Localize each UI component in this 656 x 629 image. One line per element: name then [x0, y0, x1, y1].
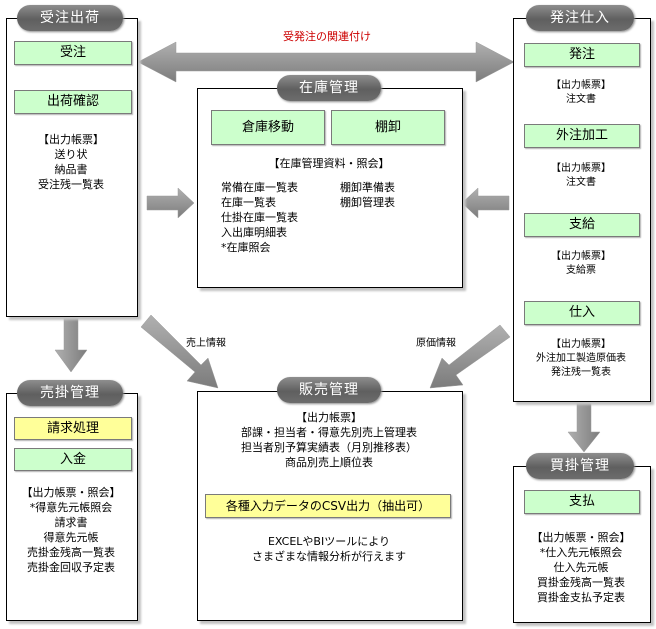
sales-shipping-title: 受注出荷 — [17, 5, 123, 31]
report-item: 売掛金回収予定表 — [27, 561, 115, 574]
report-item: 買掛金支払予定表 — [537, 591, 625, 604]
purchasing-panel — [513, 18, 651, 402]
sales-management-title: 販売管理 — [277, 377, 381, 403]
inventory-item: 在庫一覧表 — [221, 196, 276, 209]
sales-info-arrow — [140, 314, 219, 389]
inventory-title: 在庫管理 — [277, 75, 381, 101]
reports-header: 【出力帳票】 — [296, 411, 362, 424]
report-item: 商品別売上順位表 — [285, 456, 373, 469]
reports-header: 【出力帳票・照会】 — [21, 486, 121, 499]
inventory-right-list: 棚卸準備表 棚卸管理表 — [340, 180, 395, 210]
inventory-item: 棚卸管理表 — [340, 196, 395, 209]
report-item: 送り状 — [54, 148, 88, 161]
note-line: さまざまな情報分析が行えます — [252, 550, 406, 563]
order-step: 受注 — [14, 41, 132, 65]
note-line: EXCELやBIツールにより — [267, 535, 390, 548]
reports-header: 【出力帳票】 — [551, 339, 611, 350]
purchase-step: 仕入 — [524, 301, 640, 325]
inventory-item: 常備在庫一覧表 — [221, 181, 298, 194]
shipping-confirm-step: 出荷確認 — [14, 90, 132, 114]
warehouse-transfer-box: 倉庫移動 — [211, 110, 325, 145]
cost-info-label: 原価情報 — [416, 338, 456, 349]
reports-header: 【出力帳票】 — [551, 251, 611, 262]
report-item: 受注残一覧表 — [38, 178, 104, 191]
receivables-title: 売掛管理 — [17, 380, 123, 406]
inventory-left-list: 常備在庫一覧表 在庫一覧表 仕掛在庫一覧表 入出庫明細表 *在庫照会 — [221, 180, 298, 255]
inventory-item: *在庫照会 — [221, 241, 271, 254]
supply-reports: 【出力帳票】 支給票 — [513, 250, 649, 278]
stocktaking-box: 棚卸 — [331, 110, 445, 145]
payables-reports: 【出力帳票・照会】 *仕入先元帳照会 仕入先元帳 買掛金残高一覧表 買掛金支払予… — [513, 530, 649, 605]
payment-step: 支払 — [524, 490, 640, 514]
reports-header: 【出力帳票】 — [38, 133, 104, 146]
inventory-item: 仕掛在庫一覧表 — [221, 211, 298, 224]
receivables-reports: 【出力帳票・照会】 *得意先元帳照会 請求書 得意先元帳 売掛金残高一覧表 売掛… — [6, 485, 136, 575]
purchasing-to-inventory-arrow — [461, 187, 510, 219]
report-item: 買掛金残高一覧表 — [537, 576, 625, 589]
sales-shipping-reports: 【出力帳票】 送り状 納品書 受注残一覧表 — [6, 132, 136, 192]
csv-export-box: 各種入力データのCSV出力（抽出可） — [205, 494, 451, 518]
report-item: 注文書 — [566, 177, 596, 188]
report-item: 注文書 — [566, 94, 596, 105]
shipping-to-receivables-arrow — [54, 317, 88, 373]
supply-step: 支給 — [524, 213, 640, 237]
shipping-to-inventory-arrow — [146, 187, 195, 219]
billing-step: 請求処理 — [14, 417, 132, 440]
reports-header: 【出力帳票・照会】 — [531, 531, 631, 544]
purchase-reports: 【出力帳票】 外注加工製造原価表 発注残一覧表 — [513, 338, 649, 380]
payables-title: 買掛管理 — [526, 453, 634, 479]
purchasing-title: 発注仕入 — [526, 5, 634, 31]
inventory-item: 入出庫明細表 — [221, 226, 287, 239]
report-item: 納品書 — [54, 163, 88, 176]
payment-receipt-step: 入金 — [14, 448, 132, 471]
order-placement-reports: 【出力帳票】 注文書 — [513, 79, 649, 107]
report-item: 発注残一覧表 — [551, 367, 611, 378]
report-item: 部課・担当者・得意先別売上管理表 — [241, 426, 417, 439]
outsourcing-step: 外注加工 — [524, 124, 640, 148]
outsourcing-reports: 【出力帳票】 注文書 — [513, 162, 649, 190]
report-item: 仕入先元帳 — [553, 561, 609, 574]
inventory-reports-header: 【在庫管理資料・照会】 — [268, 157, 390, 170]
report-item: 得意先元帳 — [43, 531, 99, 544]
report-item: 外注加工製造原価表 — [536, 353, 626, 364]
reports-header: 【出力帳票】 — [551, 80, 611, 91]
order-placement-step: 発注 — [524, 43, 640, 67]
purchasing-to-payables-arrow — [567, 402, 601, 453]
report-item: *得意先元帳照会 — [29, 501, 113, 514]
inventory-item: 棚卸準備表 — [340, 181, 395, 194]
report-item: 支給票 — [566, 265, 596, 276]
cost-info-arrow — [429, 324, 511, 389]
sales-shipping-panel — [6, 18, 138, 317]
report-item: 担当者別予算実績表（月別推移表） — [241, 441, 417, 454]
report-item: *仕入先元帳照会 — [539, 546, 623, 559]
sales-info-label: 売上情報 — [186, 338, 226, 349]
link-label: 受発注の関連付け — [283, 30, 371, 43]
analysis-note: EXCELやBIツールにより さまざまな情報分析が行えます — [197, 534, 461, 564]
reports-header: 【出力帳票】 — [551, 163, 611, 174]
report-item: 請求書 — [54, 516, 88, 529]
report-item: 売掛金残高一覧表 — [27, 546, 115, 559]
sales-management-reports: 【出力帳票】 部課・担当者・得意先別売上管理表 担当者別予算実績表（月別推移表）… — [197, 410, 461, 470]
